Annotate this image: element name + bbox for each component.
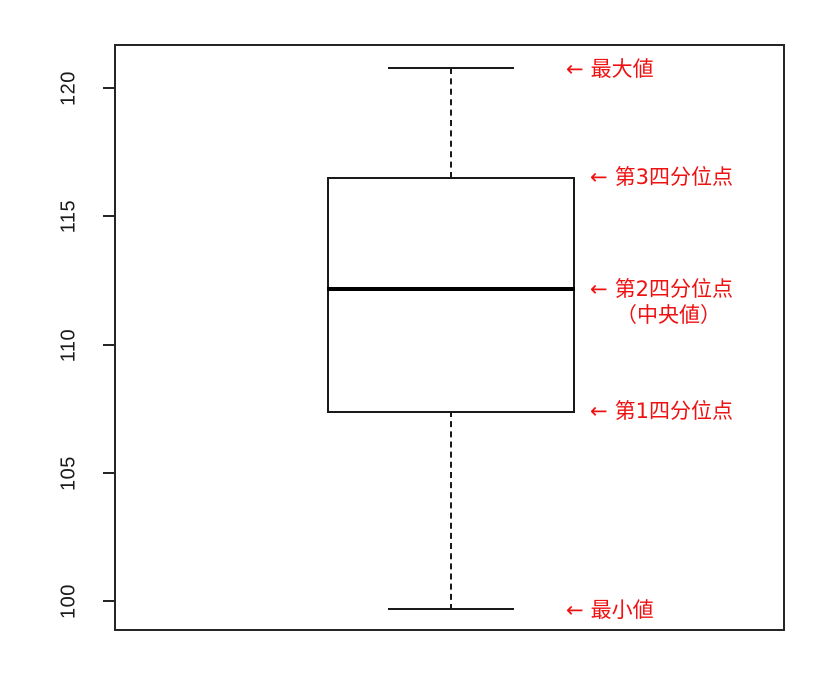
- arrow-left-icon: ←: [566, 598, 584, 622]
- arrow-left-icon: ←: [590, 165, 608, 189]
- y-tick-label-120: 120: [57, 71, 80, 106]
- y-tick-mark-100: [103, 600, 114, 602]
- y-tick-label-100: 100: [57, 584, 80, 619]
- lower-whisker-line: [450, 411, 452, 610]
- y-tick-label-110: 110: [57, 328, 80, 363]
- upper-whisker-cap: [388, 67, 514, 69]
- box-iqr: [327, 177, 575, 413]
- annotation-median-sublabel: （中央値）: [615, 303, 721, 327]
- median-line: [327, 287, 575, 291]
- y-tick-mark-105: [103, 472, 114, 474]
- lower-whisker-cap: [388, 608, 514, 610]
- annotation-max-label: 最大値: [590, 57, 654, 81]
- arrow-left-icon: ←: [590, 277, 608, 301]
- annotation-min: ←最小値: [566, 597, 654, 623]
- annotation-min-label: 最小値: [590, 598, 654, 622]
- y-tick-label-105: 105: [57, 456, 80, 491]
- arrow-left-icon: ←: [566, 57, 584, 81]
- annotation-q1: ←第1四分位点: [590, 398, 733, 424]
- annotation-max: ←最大値: [566, 56, 654, 82]
- y-tick-mark-115: [103, 215, 114, 217]
- annotation-median: ←第2四分位点 （中央値）: [590, 276, 733, 328]
- arrow-left-icon: ←: [590, 399, 608, 423]
- y-tick-mark-120: [103, 87, 114, 89]
- y-tick-label-115: 115: [57, 199, 80, 234]
- upper-whisker-line: [450, 68, 452, 178]
- annotation-q3-label: 第3四分位点: [614, 165, 733, 189]
- plot-frame: [114, 44, 785, 631]
- annotation-q3: ←第3四分位点: [590, 164, 733, 190]
- y-tick-mark-110: [103, 344, 114, 346]
- annotation-q1-label: 第1四分位点: [614, 399, 733, 423]
- annotation-median-label: 第2四分位点: [614, 277, 733, 301]
